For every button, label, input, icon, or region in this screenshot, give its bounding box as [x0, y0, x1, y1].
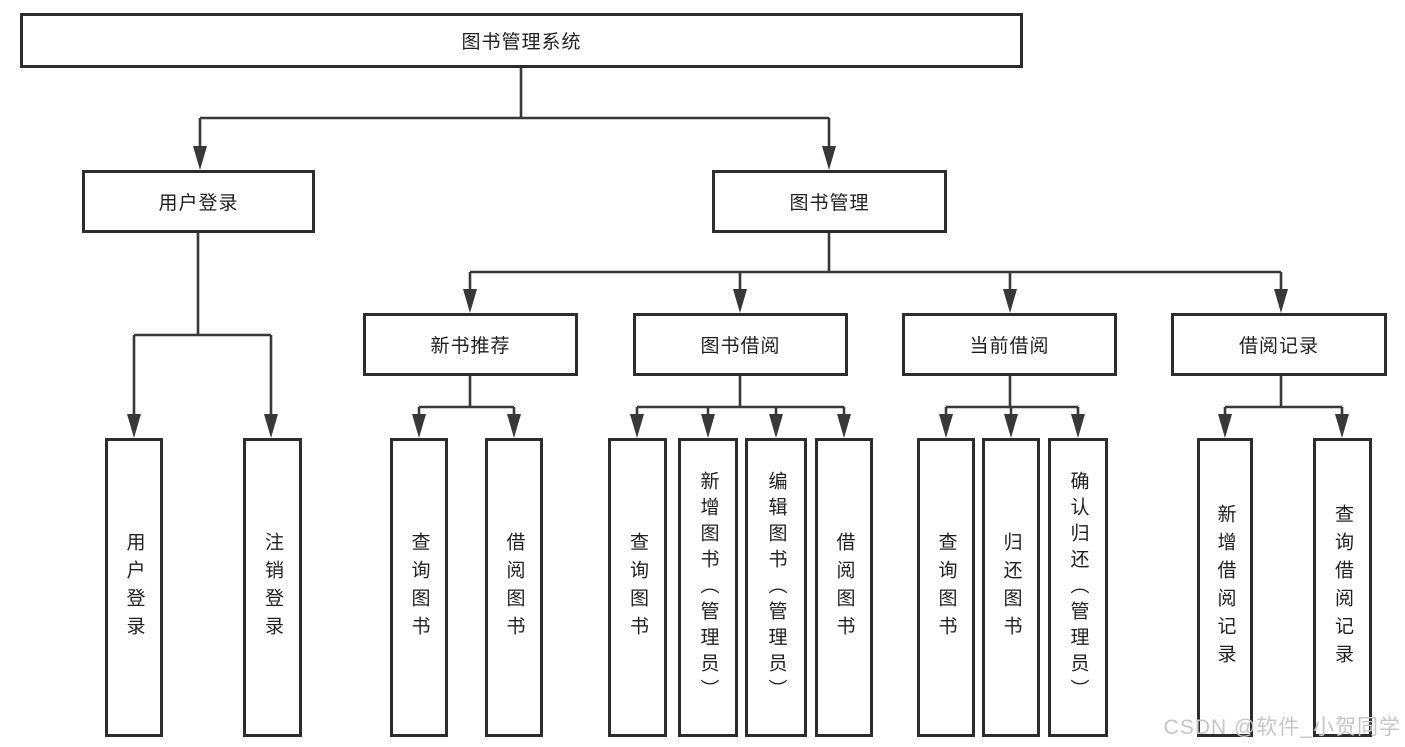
arrowhead-icons: [127, 146, 1349, 438]
node-user-login-label: 用户登录: [158, 193, 239, 214]
node-root: 图书管理系统: [20, 13, 1023, 68]
node-current-borrow-label: 当前借阅: [969, 336, 1050, 357]
node-book-borrow-label: 图书借阅: [700, 336, 781, 357]
leaf-query-borrow-record: 查询借阅记录: [1313, 438, 1372, 737]
node-borrow-records: 借阅记录: [1171, 313, 1387, 376]
node-user-login: 用户登录: [82, 170, 315, 233]
leaf-borrow-books: 借阅图书: [815, 438, 873, 737]
leaf-borrow-books-newrec: 借阅图书: [485, 438, 543, 737]
leaf-query-books-newrec-label: 查询图书: [408, 531, 430, 644]
leaf-logout: 注销登录: [243, 438, 302, 737]
leaf-query-books-borrow-label: 查询图书: [627, 531, 648, 644]
leaf-query-books-newrec: 查询图书: [390, 438, 448, 737]
leaf-logout-label: 注销登录: [262, 531, 283, 644]
leaf-add-borrow-record-label: 新增借阅记录: [1214, 503, 1236, 672]
csdn-watermark: CSDN @软件_小贺同学: [1163, 716, 1401, 739]
node-book-management: 图书管理: [712, 170, 947, 233]
leaf-user-login: 用户登录: [105, 438, 163, 737]
leaf-query-books-current: 查询图书: [917, 438, 975, 737]
node-new-book-recommend-label: 新书推荐: [430, 336, 511, 357]
node-borrow-records-label: 借阅记录: [1238, 336, 1319, 357]
leaf-user-login-label: 用户登录: [123, 531, 145, 644]
leaf-query-books-borrow: 查询图书: [608, 438, 667, 737]
leaf-query-borrow-record-label: 查询借阅记录: [1332, 503, 1353, 672]
leaf-add-books-admin: 新增图书（管理员）: [678, 438, 738, 737]
leaf-add-borrow-record: 新增借阅记录: [1197, 438, 1253, 737]
leaf-edit-books-admin: 编辑图书（管理员）: [745, 438, 807, 737]
node-new-book-recommend: 新书推荐: [363, 313, 578, 376]
node-book-borrow: 图书借阅: [633, 313, 848, 376]
leaf-query-books-current-label: 查询图书: [935, 531, 957, 644]
leaf-edit-books-admin-label: 编辑图书（管理员）: [765, 470, 787, 705]
leaf-confirm-return-admin: 确认归还（管理员）: [1048, 438, 1108, 737]
node-current-borrow: 当前借阅: [902, 313, 1117, 376]
leaf-confirm-return-admin-label: 确认归还（管理员）: [1067, 470, 1089, 705]
leaf-borrow-books-newrec-label: 借阅图书: [503, 531, 525, 644]
leaf-borrow-books-label: 借阅图书: [833, 531, 855, 644]
node-book-management-label: 图书管理: [789, 193, 870, 214]
leaf-return-books-label: 归还图书: [1000, 531, 1022, 644]
leaf-add-books-admin-label: 新增图书（管理员）: [697, 470, 719, 705]
leaf-return-books: 归还图书: [982, 438, 1040, 737]
node-root-label: 图书管理系统: [461, 32, 582, 53]
